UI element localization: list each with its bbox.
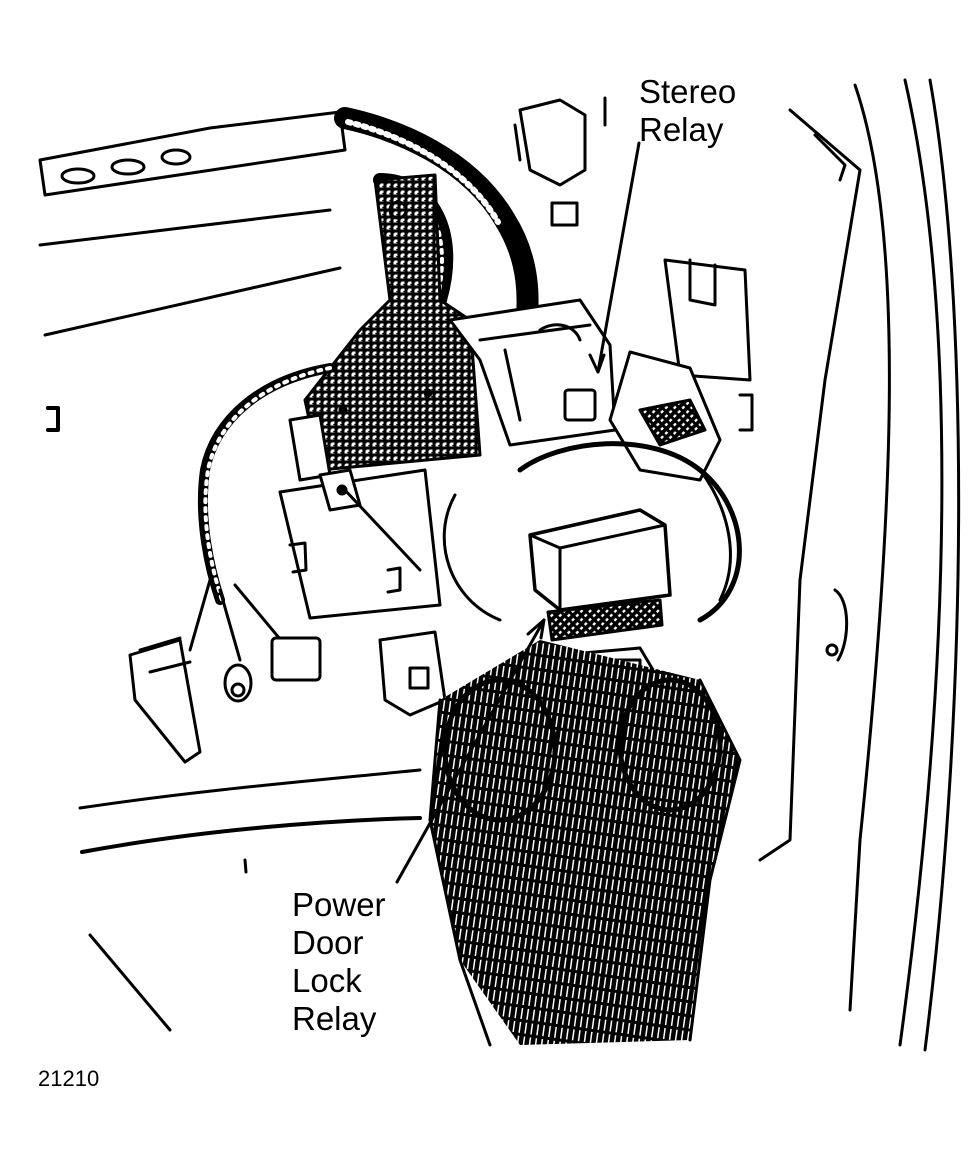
control-module bbox=[278, 413, 442, 620]
power-door-lock-relay-label-line-2: Door bbox=[292, 924, 364, 961]
stereo-relay-label: Stereo Relay bbox=[639, 73, 736, 149]
door-pillar bbox=[758, 78, 961, 1052]
power-door-lock-relay-box bbox=[528, 508, 672, 642]
stereo-relay-label-line-2: Relay bbox=[639, 111, 724, 148]
leader-lines bbox=[341, 141, 641, 884]
power-door-lock-relay-label-line-4: Relay bbox=[292, 1000, 377, 1037]
upper-bracket bbox=[513, 96, 607, 227]
right-bracket bbox=[608, 258, 754, 482]
left-wire-loop bbox=[188, 363, 335, 662]
mounting-bracket bbox=[303, 173, 482, 472]
small-block-connector bbox=[270, 636, 322, 682]
figure-number: 21210 bbox=[38, 1066, 100, 1091]
stereo-relay-label-line-1: Stereo bbox=[639, 73, 737, 110]
lower-harness-bundle bbox=[428, 640, 742, 1047]
power-door-lock-relay-label: Power Door Lock Relay bbox=[292, 886, 386, 1038]
round-connector bbox=[223, 663, 253, 703]
power-door-lock-relay-label-line-3: Lock bbox=[292, 962, 362, 999]
dash-panel bbox=[38, 110, 347, 432]
stereo-relay-housing bbox=[448, 298, 617, 447]
relay-cable-loops bbox=[442, 441, 742, 623]
left-lower-plug bbox=[378, 630, 447, 717]
power-door-lock-relay-label-line-1: Power bbox=[292, 886, 386, 923]
floor-lines bbox=[78, 768, 422, 1032]
left-connector-plug bbox=[128, 636, 202, 764]
